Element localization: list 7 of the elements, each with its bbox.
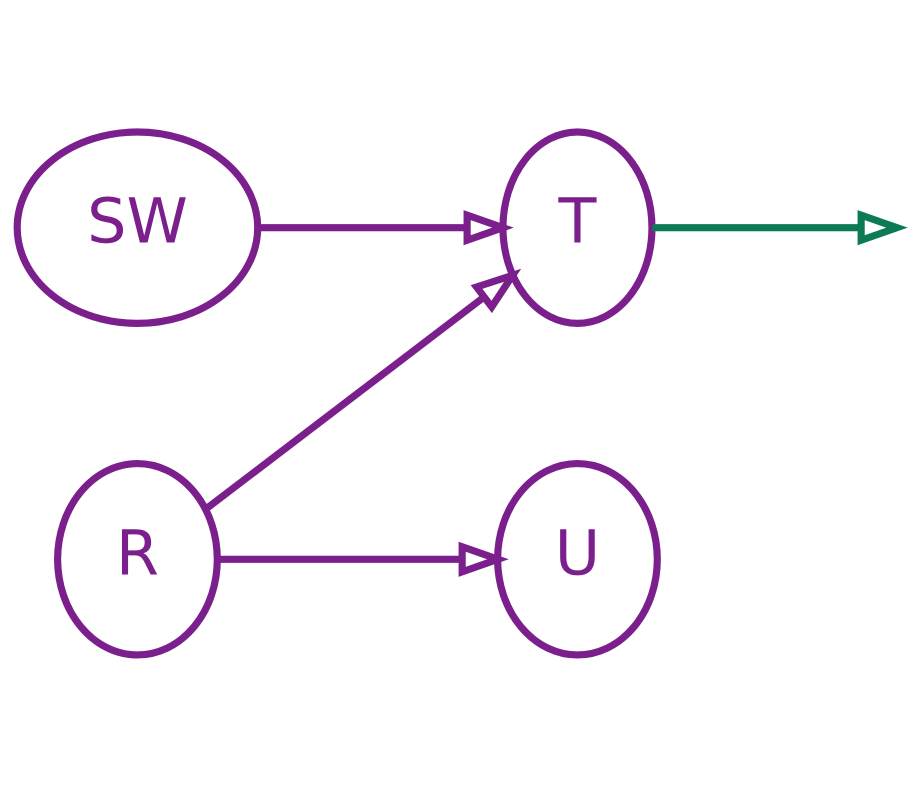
arrow [204, 268, 522, 512]
node-ellipse: SW [14, 128, 262, 327]
arrow [652, 210, 908, 246]
arrow [218, 542, 509, 577]
node-ellipse: R [54, 460, 221, 659]
node-ellipse: U [494, 460, 661, 659]
node-ellipse: T [499, 128, 656, 327]
